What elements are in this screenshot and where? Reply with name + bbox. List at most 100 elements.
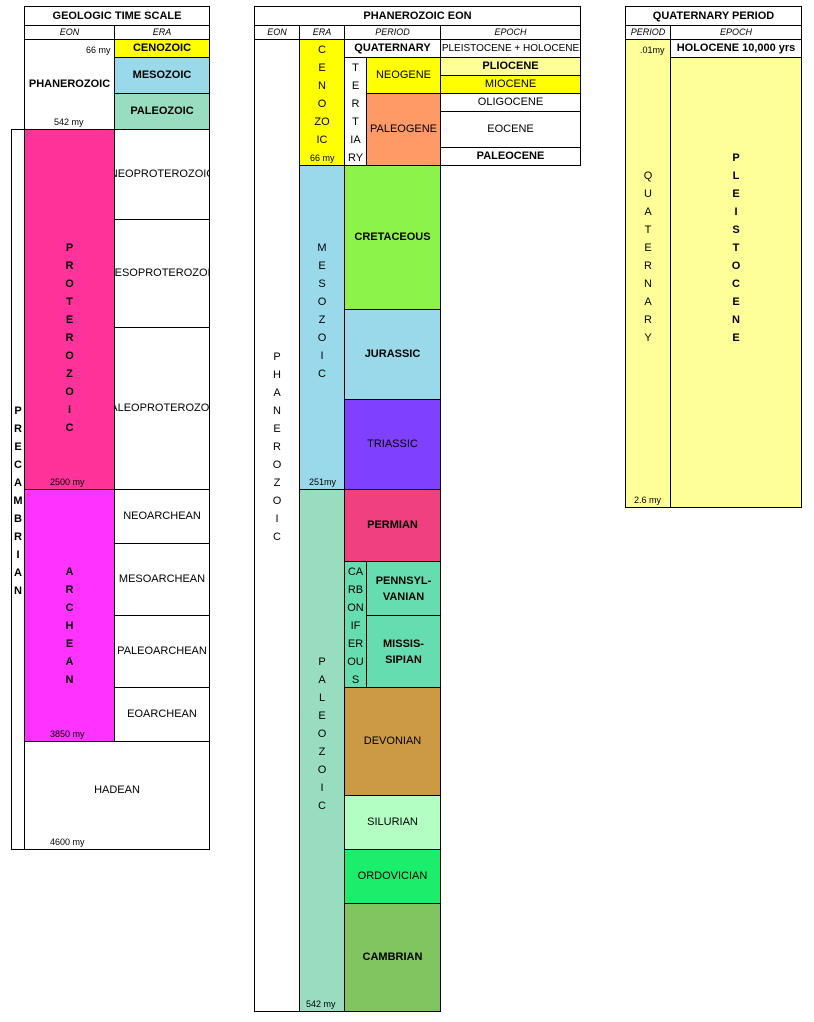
carboniferous-letter: CA bbox=[347, 566, 364, 578]
hadean-label: HADEAN bbox=[94, 784, 140, 796]
cenozoic-letter: ZO bbox=[314, 116, 330, 128]
carboniferous-letter: S bbox=[351, 674, 360, 686]
right-col-period: PERIOD bbox=[625, 25, 671, 40]
cretaceous-period-cell: CRETACEOUS bbox=[344, 165, 441, 310]
paleoproterozoic-label: PALEOPROTEROZOIC bbox=[115, 402, 210, 414]
jurassic-period-cell: JURASSIC bbox=[344, 309, 441, 400]
cambrian-label: CAMBRIAN bbox=[362, 951, 423, 963]
middle-col-eon: EON bbox=[254, 25, 300, 40]
paleogene-label: PALEOGENE bbox=[369, 123, 438, 135]
paleozoic-era-cell: PALEOZOIC bbox=[114, 93, 210, 130]
jurassic-label: JURASSIC bbox=[364, 348, 421, 360]
cenozoic-letter: E bbox=[318, 62, 326, 74]
left-title: GEOLOGIC TIME SCALE bbox=[24, 6, 210, 26]
paleoarchean-cell: PALEOARCHEAN bbox=[114, 615, 210, 688]
mississippian-label-line1: MISSIS- bbox=[383, 637, 424, 650]
pennsylvanian-label-line1: PENNSYL- bbox=[375, 574, 432, 587]
mesozoic-era-cell: MESOZOIC bbox=[114, 57, 210, 94]
devonian-label: DEVONIAN bbox=[363, 735, 422, 747]
neoarchean-cell: NEOARCHEAN bbox=[114, 489, 210, 544]
mesoproterozoic-label: MESOPROTEROZOIC bbox=[114, 267, 209, 279]
middle-time-label-542: 542 my bbox=[306, 999, 336, 1009]
pliocene-label: PLIOCENE bbox=[482, 60, 539, 72]
tertiary-vertical-label: T E R T IA RY bbox=[347, 59, 364, 165]
cenozoic-vertical-label: C E N O ZO IC bbox=[314, 41, 329, 149]
right-title: QUATERNARY PERIOD bbox=[625, 6, 802, 26]
cretaceous-label: CRETACEOUS bbox=[354, 231, 431, 243]
devonian-period-cell: DEVONIAN bbox=[344, 687, 441, 796]
right-time-label-26: 2.6 my bbox=[634, 495, 662, 505]
carboniferous-period-cell: CA RB ON IF ER OU S bbox=[344, 561, 367, 688]
tertiary-period-cell: T E R T IA RY bbox=[344, 57, 367, 166]
middle-col-period: PERIOD bbox=[344, 25, 441, 40]
cenozoic-era-column: C E N O ZO IC bbox=[299, 39, 345, 166]
cenozoic-letter: O bbox=[317, 98, 327, 110]
neoarchean-label: NEOARCHEAN bbox=[123, 510, 201, 522]
tertiary-letter: T bbox=[352, 116, 359, 128]
triassic-label: TRIASSIC bbox=[367, 438, 418, 450]
time-label-4600: 4600 my bbox=[50, 837, 85, 847]
cenozoic-label: CENOZOIC bbox=[132, 42, 192, 54]
time-label-3850: 3850 my bbox=[50, 729, 85, 739]
mesoarchean-cell: MESOARCHEAN bbox=[114, 543, 210, 616]
oligocene-label: OLIGOCENE bbox=[477, 96, 544, 108]
mesozoic-label: MESOZOIC bbox=[132, 69, 192, 81]
time-label-2500: 2500 my bbox=[50, 477, 85, 487]
eoarchean-label: EOARCHEAN bbox=[127, 708, 197, 720]
middle-col-era: ERA bbox=[299, 25, 345, 40]
middle-title: PHANEROZOIC EON bbox=[254, 6, 581, 26]
middle-time-label-251: 251my bbox=[309, 477, 337, 487]
cenozoic-era-cell: CENOZOIC bbox=[114, 39, 210, 58]
oligocene-epoch-cell: OLIGOCENE bbox=[440, 93, 581, 112]
pleistocene-holocene-epoch-cell: PLEISTOCENE + HOLOCENE bbox=[440, 39, 581, 58]
miocene-epoch-cell: MIOCENE bbox=[440, 75, 581, 94]
paleoproterozoic-cell: PALEOPROTEROZOIC bbox=[114, 327, 210, 490]
phanerozoic-label: PHANEROZOIC bbox=[28, 78, 111, 90]
mesoarchean-label: MESOARCHEAN bbox=[118, 573, 206, 585]
carboniferous-letter: RB bbox=[347, 584, 364, 596]
tertiary-letter: IA bbox=[350, 134, 361, 146]
mississippian-label-line2: SIPIAN bbox=[385, 653, 422, 666]
middle-col-epoch: EPOCH bbox=[440, 25, 581, 40]
cenozoic-letter: C bbox=[318, 44, 326, 56]
paleocene-epoch-cell: PALEOCENE bbox=[440, 147, 581, 166]
eocene-epoch-cell: EOCENE bbox=[440, 111, 581, 148]
left-col-eon: EON bbox=[24, 25, 115, 40]
cenozoic-letter: N bbox=[318, 80, 326, 92]
pliocene-epoch-cell: PLIOCENE bbox=[440, 57, 581, 76]
quaternary-period-cell: QUATERNARY bbox=[344, 39, 441, 58]
mesoproterozoic-cell: MESOPROTEROZOIC bbox=[114, 219, 210, 328]
neoproterozoic-cell: NEOPROTEROZOIC bbox=[114, 129, 210, 220]
time-label-66: 66 my bbox=[86, 45, 111, 55]
carboniferous-letter: IF bbox=[350, 620, 361, 632]
eoarchean-cell: EOARCHEAN bbox=[114, 687, 210, 742]
carboniferous-letter: ER bbox=[347, 638, 364, 650]
neogene-period-cell: NEOGENE bbox=[366, 57, 441, 94]
ordovician-period-cell: ORDOVICIAN bbox=[344, 849, 441, 904]
tertiary-letter: RY bbox=[347, 152, 364, 164]
carboniferous-vertical-label: CA RB ON IF ER OU S bbox=[347, 563, 364, 687]
silurian-label: SILURIAN bbox=[367, 816, 418, 828]
carboniferous-letter: OU bbox=[347, 656, 364, 668]
pennsylvanian-label-line2: VANIAN bbox=[382, 590, 425, 603]
neoproterozoic-label: NEOPROTEROZOIC bbox=[114, 168, 210, 180]
pennsylvanian-subperiod-cell: PENNSYL- VANIAN bbox=[366, 561, 441, 616]
triassic-period-cell: TRIASSIC bbox=[344, 399, 441, 490]
quaternary-label: QUATERNARY bbox=[354, 42, 431, 54]
tertiary-letter: R bbox=[351, 98, 360, 110]
holocene-label: HOLOCENE 10,000 yrs bbox=[676, 42, 796, 54]
cambrian-period-cell: CAMBRIAN bbox=[344, 903, 441, 1012]
